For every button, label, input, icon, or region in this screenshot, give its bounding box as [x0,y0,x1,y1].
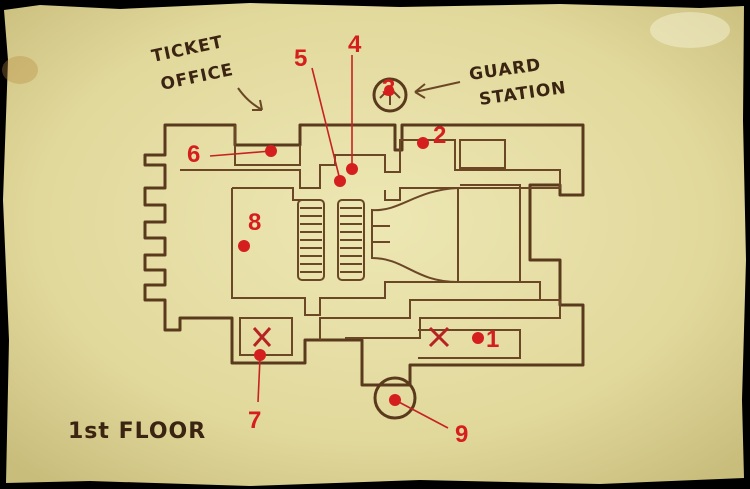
marker-dot [254,349,266,361]
marker-dot [472,332,484,344]
marker-dot [346,163,358,175]
x-mark-icon [428,326,450,348]
marker-dot [238,240,250,252]
marker-4: 4 [348,31,362,58]
marker-7: 7 [248,407,261,434]
marker-dot [334,175,346,187]
marker-8: 8 [248,209,261,236]
marker-dot [265,145,277,157]
marker-6: 6 [187,141,200,168]
marker-dot [417,137,429,149]
marker-9: 9 [455,421,468,448]
x-mark-icon [252,327,272,347]
marker-dot [389,394,401,406]
arrow-icon [237,87,263,111]
marker-dot [384,85,394,95]
marker-5: 5 [294,45,307,72]
marker-1: 1 [486,326,499,353]
marker-2: 2 [433,122,446,149]
stairs-left [297,199,325,281]
napkin-paper [3,3,746,486]
stairs-right [337,199,365,281]
arrow-icon [414,81,461,99]
building-walls [143,77,585,420]
floor-label: 1st FLOOR [68,419,206,444]
marker-3: 3 [382,75,395,102]
